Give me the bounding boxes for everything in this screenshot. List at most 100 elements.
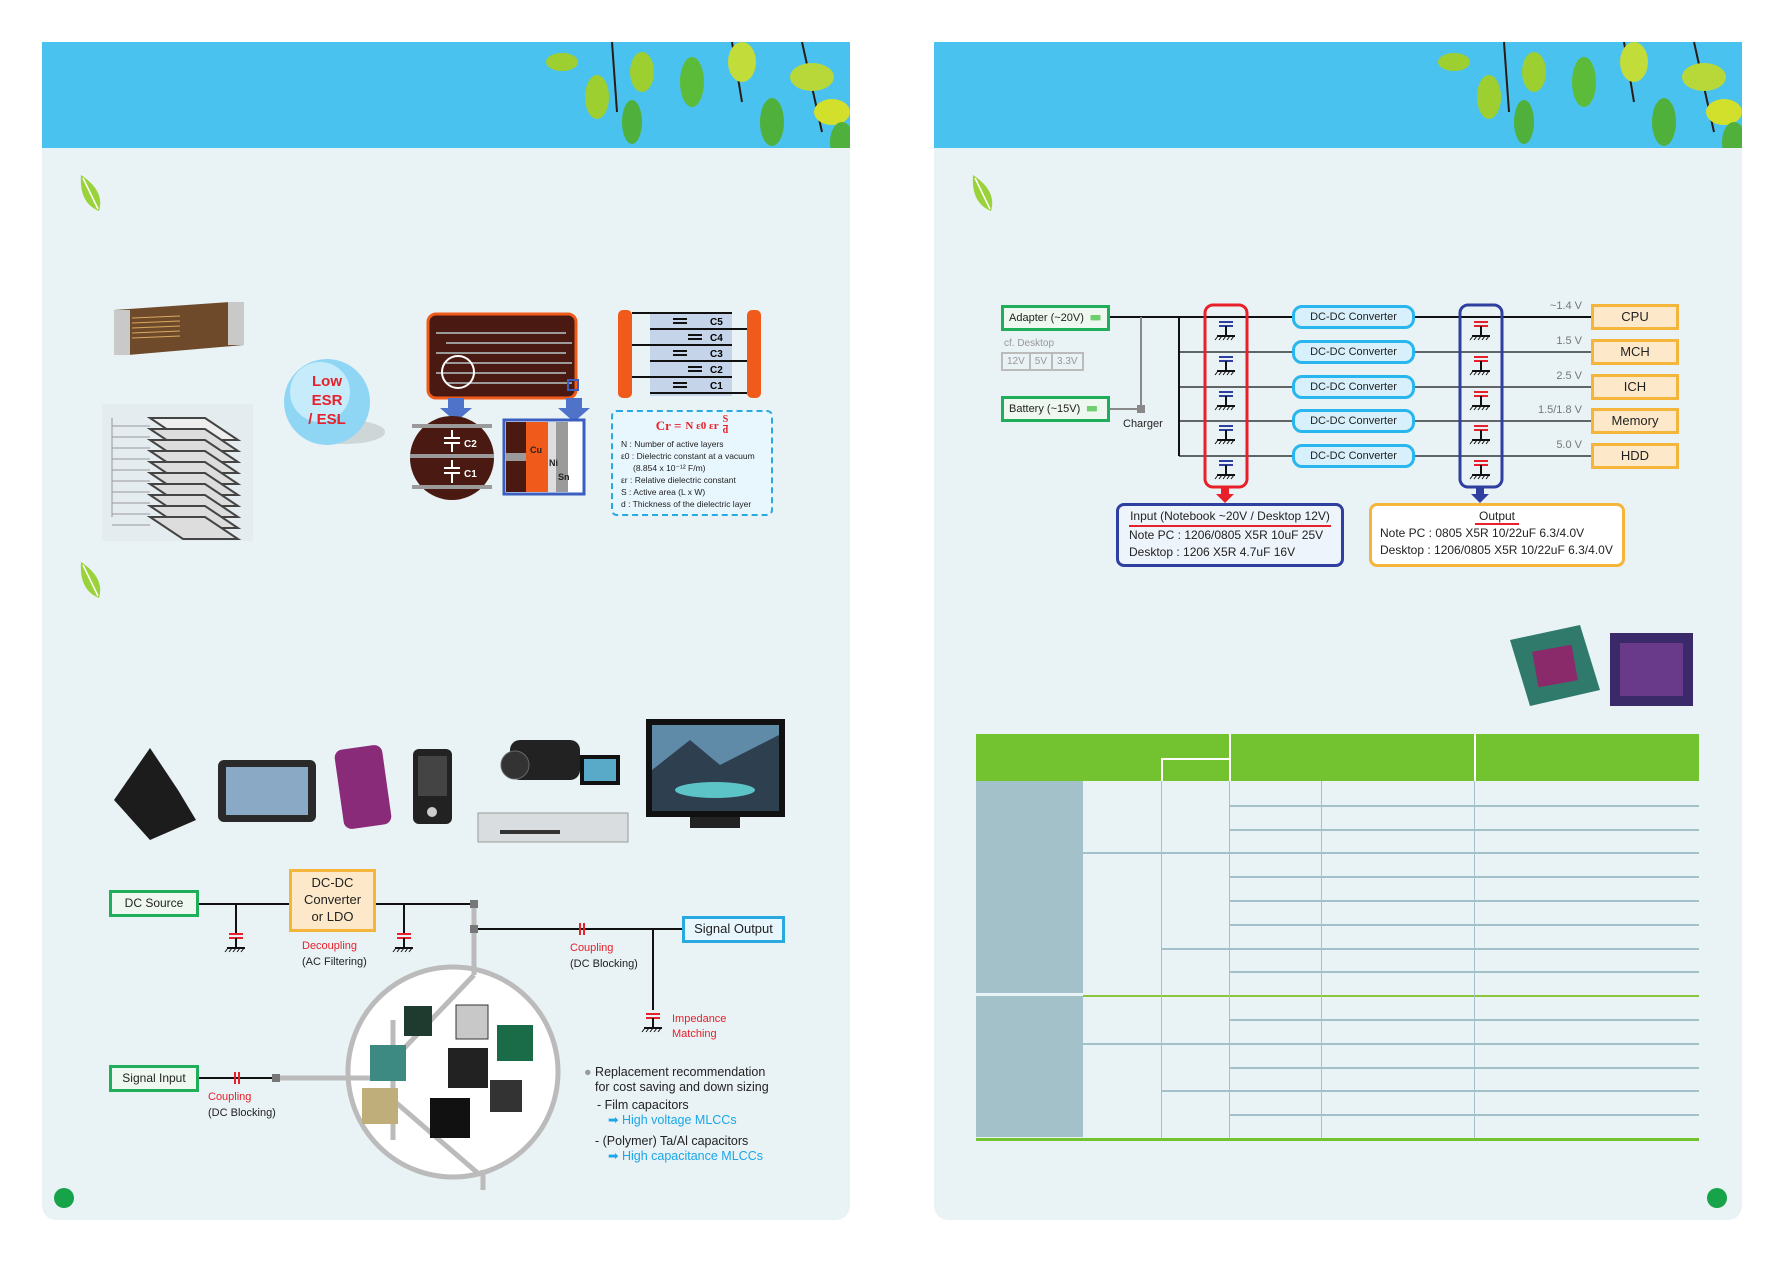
recommendation-item: - (Polymer) Ta/Al capacitors <box>595 1134 749 1148</box>
table-row-divider <box>1229 1019 1699 1021</box>
leaves-decoration-icon <box>546 42 850 162</box>
adapter-label: Adapter (~20V) <box>1009 311 1084 324</box>
table-header-divider <box>1229 734 1231 781</box>
table-group-cell <box>976 996 1083 1137</box>
load-hdd-box: HDD <box>1591 443 1679 469</box>
coupling-output-label: Coupling <box>570 942 614 954</box>
dc-dc-converter-box: DC-DC Converter <box>1292 444 1415 468</box>
recommendation-item: - Film capacitors <box>597 1098 689 1112</box>
table-row-divider <box>1229 971 1699 974</box>
formula-legend-item: d : Thickness of the dielectric layer <box>621 499 752 509</box>
table-row-divider <box>1229 1114 1699 1117</box>
rail-label: 3.3V <box>1057 356 1078 367</box>
formula-legend-item: N : Number of active layers <box>621 439 724 449</box>
recommendation-title: Replacement recommendation <box>595 1065 766 1079</box>
table-row-divider <box>1229 1066 1699 1069</box>
load-cpu-box: CPU <box>1591 304 1679 330</box>
table-row-divider <box>1229 828 1699 831</box>
left-page <box>42 42 850 1220</box>
right-page <box>934 42 1742 1220</box>
battery-label: Battery (~15V) <box>1009 402 1081 415</box>
dc-dc-converter-box: DC-DC Converter or LDO <box>289 869 376 932</box>
coupling-input-sublabel: (DC Blocking) <box>208 1107 276 1119</box>
output-spec-line: Desktop : 1206/0805 X5R 10/22uF 6.3/4.0V <box>1380 543 1613 557</box>
table-row-divider <box>1161 1090 1699 1093</box>
formula-legend-item: (8.854 x 10⁻¹² F/m) <box>633 463 706 473</box>
desktop-rails: 12V 5V 3.3V <box>1001 352 1084 371</box>
dc-source-box: DC Source <box>109 890 199 917</box>
table-row-divider <box>1229 900 1699 902</box>
cf-desktop-label: cf. Desktop <box>1004 338 1055 349</box>
formula-denominator: d <box>722 425 729 436</box>
table-column-divider <box>1161 781 1162 1138</box>
table-row-divider <box>1083 995 1699 998</box>
impedance-label: Impedance <box>672 1013 727 1025</box>
output-spec-title: Output <box>1474 509 1520 525</box>
dc-dc-converter-box: DC-DC Converter <box>1292 305 1415 329</box>
formula-lhs: Cr = <box>655 417 682 433</box>
page-marker-dot <box>54 1188 74 1208</box>
dc-dc-converter-box: DC-DC Converter <box>1292 375 1415 399</box>
formula-rhs: N ε0 εr <box>685 419 719 432</box>
dc-dc-converter-box: DC-DC Converter <box>1292 409 1415 433</box>
table-header <box>976 734 1699 781</box>
table-header-subcell <box>1161 758 1231 781</box>
table-column-divider <box>1321 781 1322 1138</box>
adapter-box: Adapter (~20V) ■■ <box>1001 305 1110 331</box>
signal-output-box: Signal Output <box>682 916 785 943</box>
voltage-label: 1.5 V <box>1556 335 1582 347</box>
leaf-bullet-icon <box>972 175 993 211</box>
output-spec-line: Note PC : 0805 X5R 10/22uF 6.3/4.0V <box>1380 526 1585 540</box>
header-banner <box>934 42 1742 162</box>
table-header-divider <box>1474 734 1476 781</box>
table-group-cell <box>976 781 1083 994</box>
recommendation-arrow: ➡ High voltage MLCCs <box>608 1113 737 1127</box>
converter-line: or LDO <box>311 908 354 924</box>
converter-line: Converter <box>303 892 362 908</box>
load-memory-box: Memory <box>1591 408 1679 434</box>
voltage-label: 1.5/1.8 V <box>1537 404 1582 416</box>
load-mch-box: MCH <box>1591 339 1679 365</box>
page-marker-dot <box>1707 1188 1727 1208</box>
table-row-divider <box>1229 876 1699 879</box>
battery-box: Battery (~15V) ■■ <box>1001 396 1110 422</box>
coupling-output-sublabel: (DC Blocking) <box>570 958 638 970</box>
table-row-divider <box>1229 804 1699 807</box>
coupling-input-label: Coupling <box>208 1091 252 1103</box>
input-spec-box: Input (Notebook ~20V / Desktop 12V) Note… <box>1116 503 1344 567</box>
recommendation-title: for cost saving and down sizing <box>595 1080 769 1094</box>
rail-label: 5V <box>1031 354 1054 369</box>
formula-legend-item: S : Active area (L x W) <box>621 487 706 497</box>
formula-numerator: S <box>722 414 729 426</box>
table-column-divider <box>1229 781 1230 1138</box>
impedance-label: Matching <box>672 1028 717 1040</box>
table-row-divider <box>1229 923 1699 926</box>
leaf-bullet-icon <box>80 562 101 598</box>
table-column-divider <box>1474 781 1475 1138</box>
decoupling-sublabel: (AC Filtering) <box>302 956 367 968</box>
input-spec-line: Desktop : 1206 X5R 4.7uF 16V <box>1129 545 1296 559</box>
table-row-divider <box>1161 947 1699 950</box>
recommendation-arrow: ➡ High capacitance MLCCs <box>608 1149 763 1163</box>
output-spec-box: Output Note PC : 0805 X5R 10/22uF 6.3/4.… <box>1369 503 1625 567</box>
load-ich-box: ICH <box>1591 374 1679 400</box>
charger-label: Charger <box>1123 418 1163 430</box>
dc-dc-converter-box: DC-DC Converter <box>1292 340 1415 364</box>
table-row-divider <box>1083 852 1699 855</box>
battery-icon: ■■ <box>1089 311 1101 324</box>
leaf-bullet-icon <box>80 175 101 211</box>
replacement-recommendation: ● Replacement recommendation for cost sa… <box>584 1065 769 1163</box>
signal-input-box: Signal Input <box>109 1065 199 1092</box>
table-bottom-border <box>976 1138 1699 1141</box>
formula-legend-item: εr : Relative dielectric constant <box>621 475 736 485</box>
input-spec-title: Input (Notebook ~20V / Desktop 12V) <box>1129 508 1331 527</box>
voltage-label: ~1.4 V <box>1549 300 1582 312</box>
leaves-decoration-icon <box>1438 42 1742 162</box>
decoupling-label: Decoupling <box>302 940 358 952</box>
table-row-divider <box>1083 1042 1699 1045</box>
formula-legend-item: ε0 : Dielectric constant at a vacuum <box>621 451 755 461</box>
rail-label: 12V <box>1003 354 1031 369</box>
battery-icon: ■■ <box>1086 402 1097 415</box>
header-banner <box>42 42 850 162</box>
